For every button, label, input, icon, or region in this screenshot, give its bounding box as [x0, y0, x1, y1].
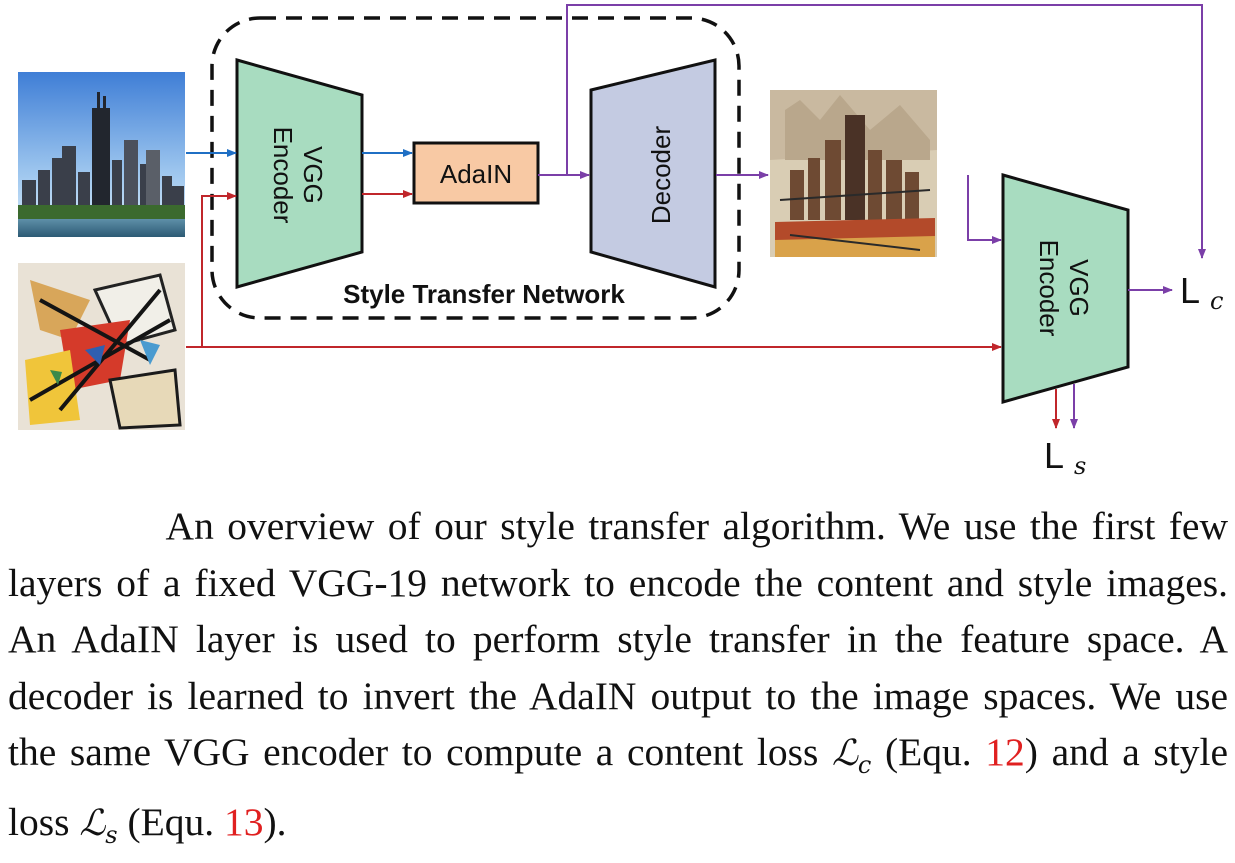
encoder2-label-line2: Encoder	[1034, 240, 1064, 337]
content-loss-sub: c	[1210, 287, 1223, 315]
output-image	[770, 90, 937, 257]
network-label: Style Transfer Network	[343, 279, 625, 309]
style-loss-label: L s	[1044, 435, 1086, 480]
style-image	[18, 263, 185, 430]
caption-text-5: ).	[263, 799, 287, 844]
style-transfer-diagram: Style Transfer Network VGG Encoder AdaIN…	[18, 4, 1223, 480]
content-loss-label: L c	[1180, 270, 1223, 315]
style-loss-math: ℒs	[79, 802, 118, 849]
style-transfer-network-boundary	[210, 16, 741, 320]
adain-block: AdaIN	[412, 141, 540, 205]
content-loss-L: L	[1180, 270, 1200, 311]
figure-label: Figure 2.	[8, 504, 155, 548]
vgg-encoder-1: VGG Encoder	[235, 58, 364, 289]
caption-text-1: An overview of our style transfer algori…	[8, 504, 1228, 774]
style-loss-L: L	[1044, 435, 1064, 476]
arrow-style-to-encoder	[186, 192, 237, 348]
adain-label: AdaIN	[440, 159, 512, 189]
arrow-output-to-encoder2	[967, 175, 1002, 244]
equation-ref-12[interactable]: 12	[985, 730, 1025, 774]
figure-caption: Figure 2. An overview of our style trans…	[8, 498, 1228, 863]
equation-ref-13[interactable]: 13	[224, 799, 264, 844]
encoder1-label-line1: VGG	[298, 146, 328, 204]
style-loss-sub: s	[1074, 452, 1086, 480]
content-loss-math: ℒc	[831, 733, 872, 780]
vgg-encoder-2: VGG Encoder	[1001, 173, 1130, 404]
caption-text-4: (Equ.	[117, 799, 225, 844]
caption-text-3: ) and a style loss	[8, 730, 1228, 844]
decoder-label: Decoder	[646, 126, 676, 225]
caption-paragraph: Figure 2. An overview of our style trans…	[8, 498, 1228, 863]
arrow-adain-to-content-loss	[566, 4, 1206, 259]
caption-text-2: (Equ.	[871, 730, 986, 774]
encoder2-label-line1: VGG	[1064, 259, 1094, 317]
content-image	[18, 72, 185, 237]
decoder-block: Decoder	[589, 58, 717, 289]
encoder1-label-line2: Encoder	[268, 127, 298, 224]
